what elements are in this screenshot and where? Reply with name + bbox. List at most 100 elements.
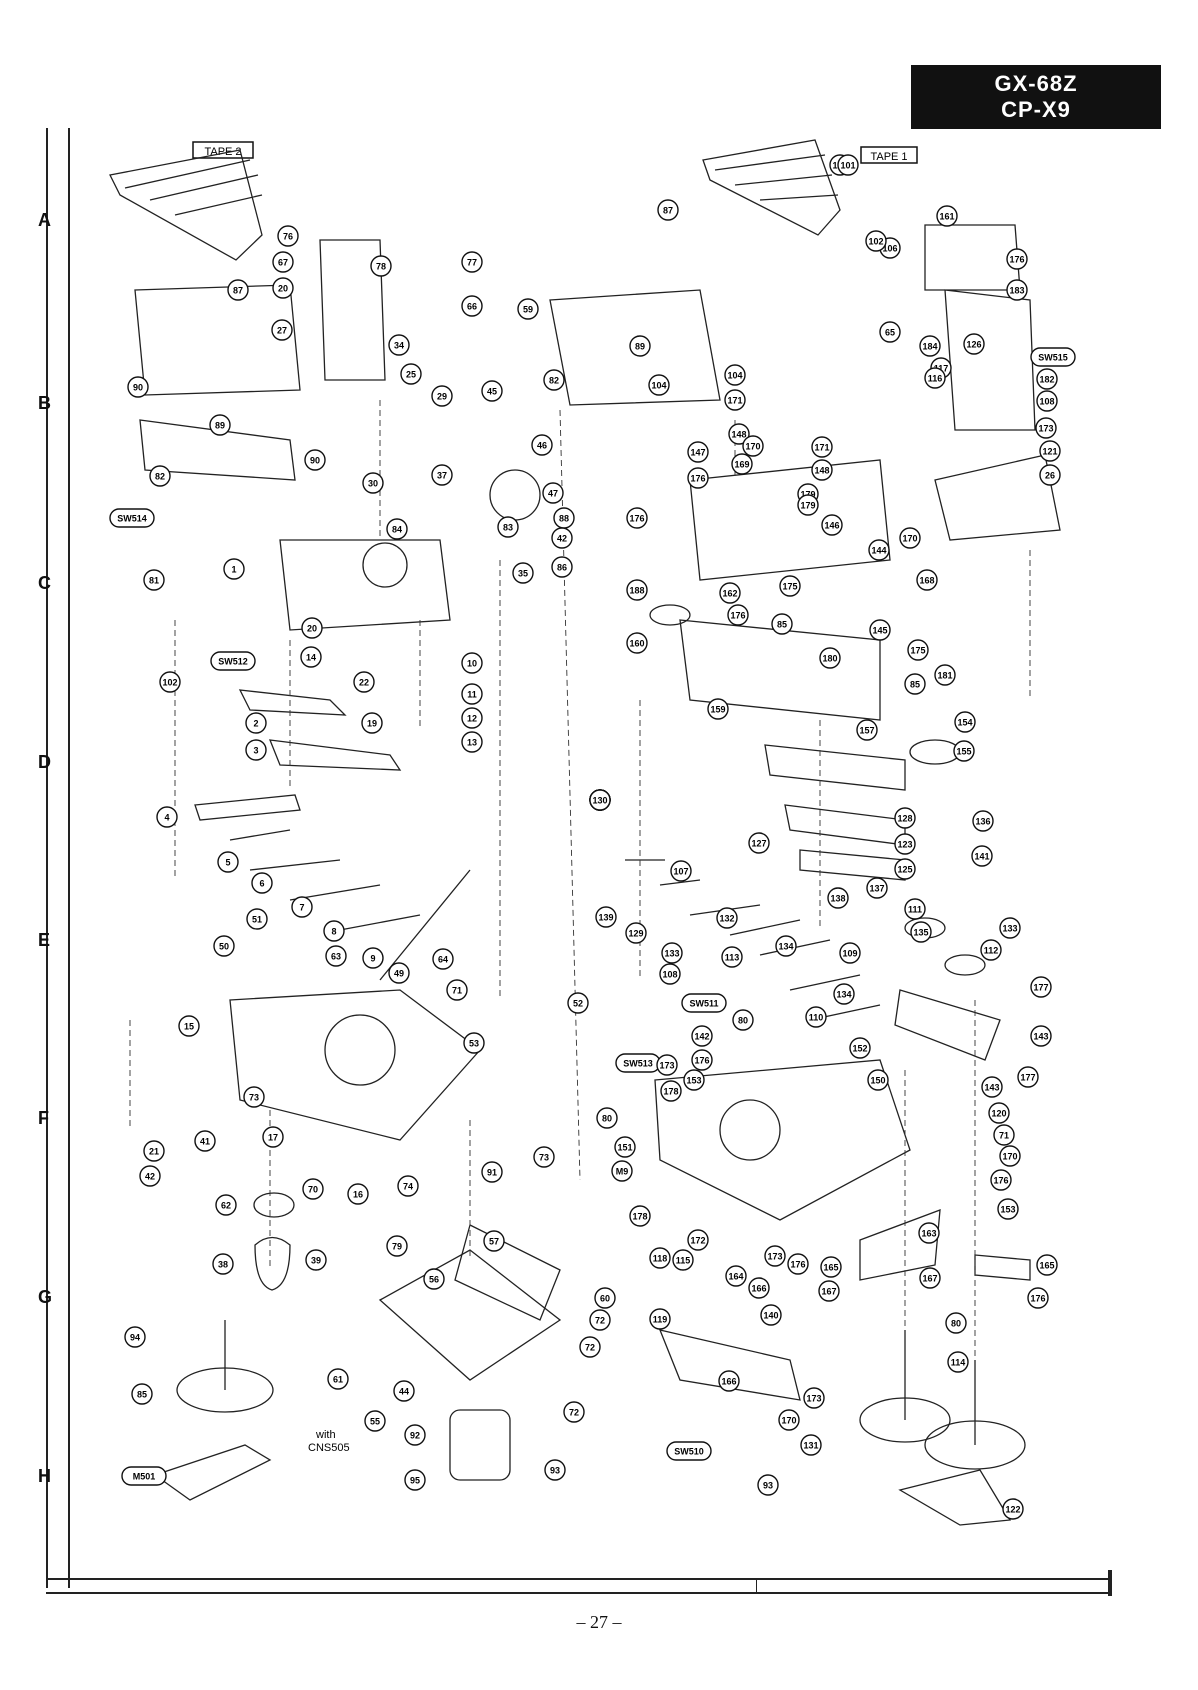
callout-26: 26 xyxy=(1039,464,1061,486)
callout-label: SW515 xyxy=(1038,353,1068,363)
callout-167: 167 xyxy=(919,1267,941,1289)
callout-20: 20 xyxy=(272,277,294,299)
callout-128: 128 xyxy=(894,807,916,829)
callout-label: 139 xyxy=(598,913,613,923)
callout-label: 49 xyxy=(394,969,404,979)
callout-bubble xyxy=(626,579,648,601)
callout-label: 7 xyxy=(299,903,304,913)
callout-148: 148 xyxy=(728,423,750,445)
callout-bubble xyxy=(779,575,801,597)
callout-bubble xyxy=(431,385,453,407)
callout-bubble xyxy=(924,367,946,389)
callout-176: 176 xyxy=(727,604,749,626)
callout-label: 61 xyxy=(333,1375,343,1385)
tape2-gear-47 xyxy=(489,469,541,521)
tape1-plate-125 xyxy=(934,454,1061,541)
callout-89: 89 xyxy=(629,335,651,357)
row-letter-g: G xyxy=(38,1287,53,1307)
callout-173: 173 xyxy=(1035,417,1057,439)
callout-bubble xyxy=(868,539,890,561)
callout-102: 102 xyxy=(865,230,887,252)
callout-label: SW510 xyxy=(674,1447,704,1457)
callout-bubble xyxy=(988,1102,1010,1124)
callout-bubble xyxy=(397,1175,419,1197)
callout-bubble xyxy=(272,277,294,299)
part-shapes xyxy=(109,139,1061,1526)
callout-171: 171 xyxy=(811,436,833,458)
callout-bubble xyxy=(869,619,891,641)
callout-167: 167 xyxy=(818,1280,840,1302)
callout-bubble xyxy=(748,832,770,854)
callout-sw513: SW513 xyxy=(615,1053,661,1073)
callout-label: 16 xyxy=(353,1190,363,1200)
callout-label: M501 xyxy=(133,1472,156,1482)
callout-label: 134 xyxy=(778,942,793,952)
callout-label: 93 xyxy=(763,1481,773,1491)
callout-176: 176 xyxy=(626,507,648,529)
callout-label: 123 xyxy=(897,840,912,850)
callout-177: 177 xyxy=(1030,976,1052,998)
callout-label: 152 xyxy=(852,1044,867,1054)
callout-bubble xyxy=(1030,976,1052,998)
callout-bubble xyxy=(611,1160,633,1182)
callout-label: 56 xyxy=(429,1275,439,1285)
callout-label: 175 xyxy=(910,646,925,656)
callout-bubble xyxy=(127,376,149,398)
callout-label: 52 xyxy=(573,999,583,1009)
callout-178: 178 xyxy=(629,1205,651,1227)
callout-151: 151 xyxy=(614,1136,636,1158)
callout-66: 66 xyxy=(461,295,483,317)
callout-label: 77 xyxy=(467,258,477,268)
callout-bubble xyxy=(544,1459,566,1481)
callout-bubble xyxy=(775,935,797,957)
callout-bubble xyxy=(833,983,855,1005)
callout-label: 82 xyxy=(155,472,165,482)
callout-bubble xyxy=(1006,248,1028,270)
callout-72: 72 xyxy=(563,1401,585,1423)
callout-label: 167 xyxy=(922,1274,937,1284)
callout-label: 78 xyxy=(376,262,386,272)
callout-label: 122 xyxy=(1005,1505,1020,1515)
callout-label: 173 xyxy=(806,1394,821,1404)
callout-label: 176 xyxy=(993,1176,1008,1186)
callout-81: 81 xyxy=(143,569,165,591)
callout-88: 88 xyxy=(553,507,575,529)
callout-116: 116 xyxy=(924,367,946,389)
tape2-reel-gear xyxy=(362,542,408,588)
callout-89: 89 xyxy=(209,414,231,436)
callout-bubble xyxy=(748,1277,770,1299)
callout-bubble xyxy=(517,298,539,320)
callout-bubble xyxy=(910,921,932,943)
callout-bubble xyxy=(625,922,647,944)
callout-label: 9 xyxy=(370,954,375,964)
callout-label: 168 xyxy=(919,576,934,586)
callout-label: 167 xyxy=(821,1287,836,1297)
callout-113: 113 xyxy=(721,946,743,968)
callout-121: 121 xyxy=(1039,440,1061,462)
callout-46: 46 xyxy=(531,434,553,456)
callout-label: 120 xyxy=(991,1109,1006,1119)
callout-13: 13 xyxy=(461,731,483,753)
callout-bubble xyxy=(431,464,453,486)
callout-bubble xyxy=(681,993,727,1013)
callout-95: 95 xyxy=(404,1469,426,1491)
callout-sw515: SW515 xyxy=(1030,347,1076,367)
callout-2: 2 xyxy=(245,712,267,734)
callout-label: 128 xyxy=(897,814,912,824)
callout-label: 176 xyxy=(1030,1294,1045,1304)
callout-bubble xyxy=(672,1249,694,1271)
callout-label: 101 xyxy=(840,161,855,171)
callout-bubble xyxy=(301,617,323,639)
callout-bubble xyxy=(156,806,178,828)
callout-label: 127 xyxy=(751,839,766,849)
callout-label: 88 xyxy=(559,514,569,524)
callout-93: 93 xyxy=(544,1459,566,1481)
callout-bubble xyxy=(757,1474,779,1496)
callout-44: 44 xyxy=(393,1380,415,1402)
callout-label: 126 xyxy=(966,340,981,350)
callout-178: 178 xyxy=(660,1080,682,1102)
callout-label: 63 xyxy=(331,952,341,962)
callout-176: 176 xyxy=(691,1049,713,1071)
callout-bubble xyxy=(245,739,267,761)
callout-label: 107 xyxy=(673,867,688,877)
